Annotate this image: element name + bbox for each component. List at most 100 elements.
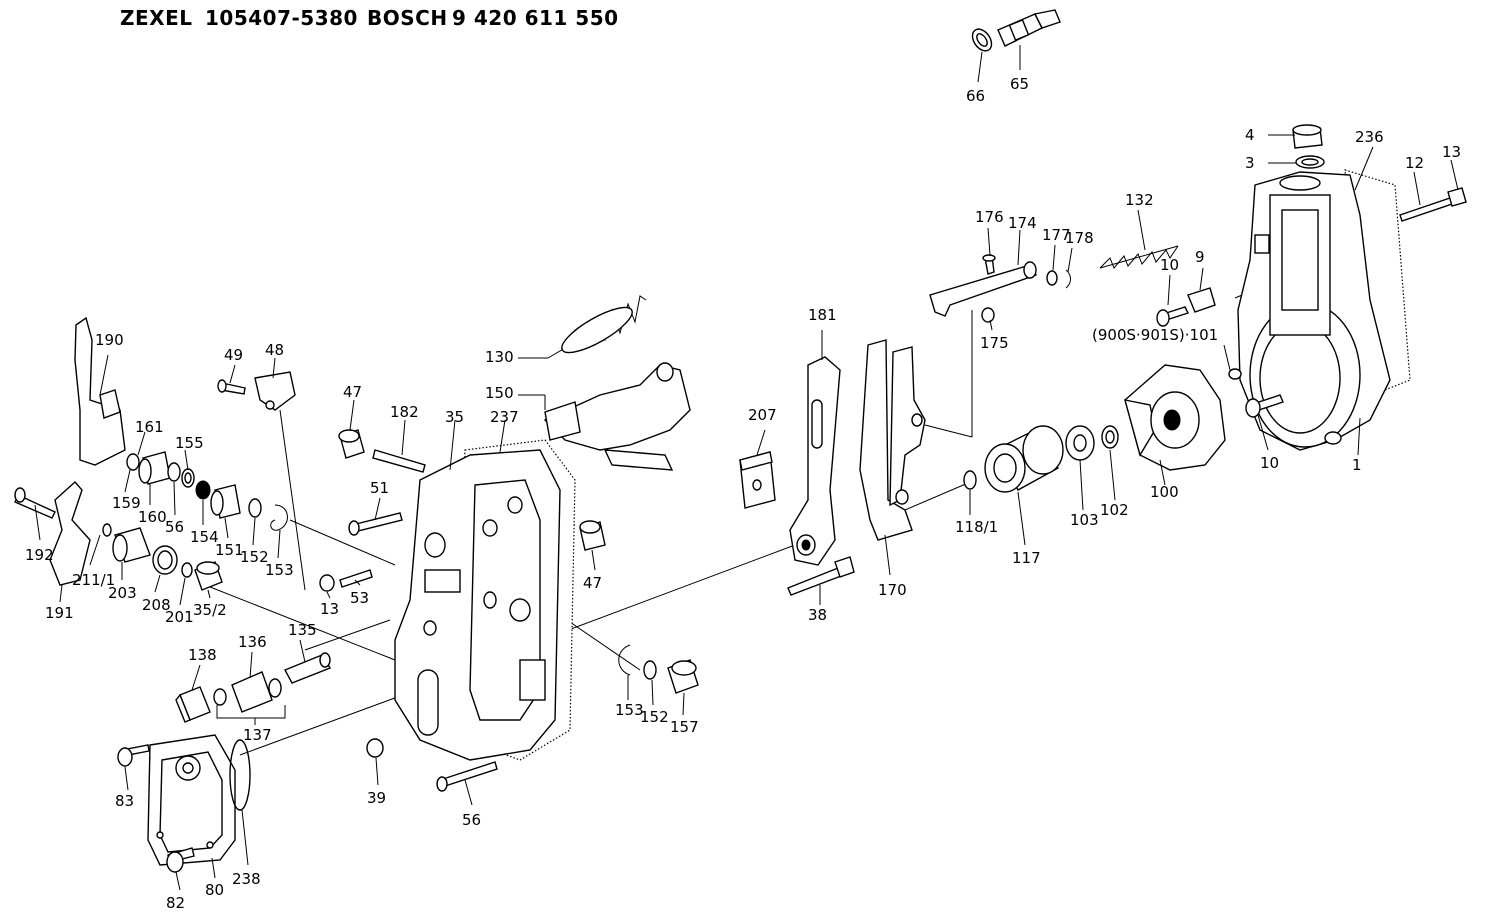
callout-191: 191: [45, 604, 74, 622]
callout-102: 102: [1100, 501, 1129, 519]
callout-49: 49: [224, 346, 243, 364]
part-10-screw-lower: [1245, 394, 1284, 418]
callout-35: 35: [445, 408, 464, 426]
callout-161: 161: [135, 418, 164, 436]
part-161-ring: [126, 453, 140, 471]
callout-190: 190: [95, 331, 124, 349]
part-100-flyweight: [1124, 364, 1226, 471]
part-211-1-washer: [102, 523, 112, 537]
callout-51: 51: [370, 479, 389, 497]
part-118-1-washer: [963, 470, 977, 490]
callout-47-upper: 47: [343, 383, 362, 401]
part-153-clip-right: [618, 644, 631, 676]
part-157-plug: [667, 659, 699, 694]
callout-175: 175: [980, 334, 1009, 352]
callout-135: 135: [288, 621, 317, 639]
part-56-screw-lower: [436, 761, 498, 792]
part-39-nut: [366, 738, 384, 758]
part-103-hub: [1065, 425, 1095, 461]
callout-178: 178: [1065, 229, 1094, 247]
callout-136: 136: [238, 633, 267, 651]
callout-118-1: 118/1: [955, 518, 998, 536]
part-191-lever: [49, 481, 91, 586]
callout-13-lower: 13: [320, 600, 339, 618]
part-203-bushing: [112, 527, 151, 563]
part-238-o-ring: [229, 739, 251, 811]
part-153-clip-left: [270, 504, 288, 531]
callout-153-left: 153: [265, 561, 294, 579]
callout-47-lower: 47: [583, 574, 602, 592]
callout-211-1: 211/1: [72, 571, 115, 589]
callout-132: 132: [1125, 191, 1154, 209]
callout-100: 100: [1150, 483, 1179, 501]
part-12-13-bolt: [1399, 187, 1467, 222]
callout-130: 130: [485, 348, 514, 366]
part-3-seal-ring: [1295, 155, 1325, 169]
header-bosch-brand: BOSCH: [367, 6, 448, 30]
part-56-washer: [167, 462, 181, 482]
callout-154: 154: [190, 528, 219, 546]
part-170-lever: [859, 339, 926, 541]
callout-151: 151: [215, 541, 244, 559]
part-177-washer: [1046, 270, 1058, 286]
callout-65: 65: [1010, 75, 1029, 93]
part-160-bushing: [138, 451, 171, 485]
callout-207: 207: [748, 406, 777, 424]
part-135-adjusting-screw: [284, 652, 332, 684]
callout-56-washer: 56: [165, 518, 184, 536]
callout-10-upper: 10: [1160, 256, 1179, 274]
part-4-screw-plug: [1292, 124, 1323, 149]
callout-117: 117: [1012, 549, 1041, 567]
callout-39: 39: [367, 789, 386, 807]
callout-10-lower: 10: [1260, 454, 1279, 472]
callout-80: 80: [205, 881, 224, 899]
part-48-bracket: [254, 371, 296, 411]
callout-208: 208: [142, 596, 171, 614]
callout-236: 236: [1355, 128, 1384, 146]
callout-238: 238: [232, 870, 261, 888]
part-174-lever: [929, 261, 1038, 317]
callout-150: 150: [485, 384, 514, 402]
callout-160: 160: [138, 508, 167, 526]
part-132-spring: [1099, 245, 1179, 269]
header-bosch-number: 9 420 611 550: [452, 6, 619, 30]
callout-82: 82: [166, 894, 185, 912]
callout-4: 4: [1245, 126, 1255, 144]
part-82-screw: [166, 847, 195, 873]
part-207-switch: [739, 451, 776, 509]
callout-177: 177: [1042, 226, 1071, 244]
part-192-screw: [14, 487, 56, 519]
part-201-ring: [181, 562, 193, 578]
part-208-ring: [152, 545, 178, 575]
callout-159: 159: [112, 494, 141, 512]
header-zexel-number: 105407-5380: [205, 6, 358, 30]
callout-237: 237: [490, 408, 519, 426]
part-83-screw: [117, 744, 150, 767]
callout-48: 48: [265, 341, 284, 359]
part-176-pin: [982, 254, 996, 275]
part-47-plug-lower: [579, 520, 606, 551]
callout-203: 203: [108, 584, 137, 602]
part-130-spring: [547, 295, 647, 359]
part-51-screw: [348, 512, 403, 536]
part-35-governor-cover: [394, 449, 561, 761]
callout-labels: 66 65 4 3 236 12 13 132 176 174 177 178 …: [25, 75, 1461, 912]
callout-192: 192: [25, 546, 54, 564]
part-138-cap-nut: [175, 686, 211, 723]
callout-152-right: 152: [640, 708, 669, 726]
part-175-nut: [981, 307, 995, 323]
part-150-lever: [543, 362, 691, 471]
part-152-ring-left: [248, 498, 262, 518]
part-182-pin: [372, 449, 426, 473]
callout-13-top: 13: [1442, 143, 1461, 161]
callout-138: 138: [188, 646, 217, 664]
part-117-sleeve: [984, 425, 1064, 493]
callout-12: 12: [1405, 154, 1424, 172]
callout-201: 201: [165, 608, 194, 626]
part-181-guide-lever: [789, 356, 841, 566]
callout-56-screw: 56: [462, 811, 481, 829]
callout-137: 137: [243, 726, 272, 744]
header-zexel-brand: ZEXEL: [120, 6, 193, 30]
part-66-sealing-ring: [971, 28, 993, 52]
